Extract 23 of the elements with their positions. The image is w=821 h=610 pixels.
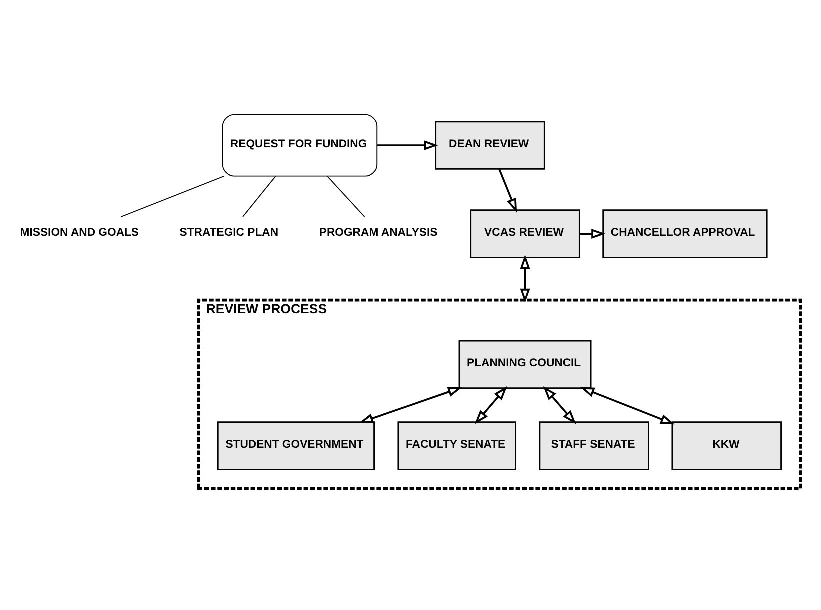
connector xyxy=(327,176,366,217)
arrow xyxy=(474,386,508,424)
node-box: VCAS REVIEW xyxy=(470,209,580,258)
arrow xyxy=(377,140,438,150)
node-box: DEAN REVIEW xyxy=(435,120,546,170)
node-text: STRATEGIC PLAN xyxy=(180,226,279,239)
node-box: REQUEST FOR FUNDING xyxy=(222,114,378,176)
node-text: PROGRAM ANALYSIS xyxy=(319,226,438,239)
node-box: CHANCELLOR APPROVAL xyxy=(602,209,768,258)
arrow xyxy=(580,386,675,424)
arrow xyxy=(580,228,606,239)
arrow xyxy=(520,254,530,303)
node-box: FACULTY SENATE xyxy=(398,421,516,470)
node-box: STAFF SENATE xyxy=(539,421,650,470)
connector xyxy=(242,176,276,217)
arrow xyxy=(359,386,462,423)
node-box: PLANNING COUNCIL xyxy=(458,340,592,389)
node-text: MISSION AND GOALS xyxy=(20,226,140,239)
connector xyxy=(120,175,225,217)
node-box: KKW xyxy=(672,421,782,470)
node-box: STUDENT GOVERNMENT xyxy=(217,421,375,470)
arrow xyxy=(498,168,518,212)
arrow xyxy=(543,386,576,424)
